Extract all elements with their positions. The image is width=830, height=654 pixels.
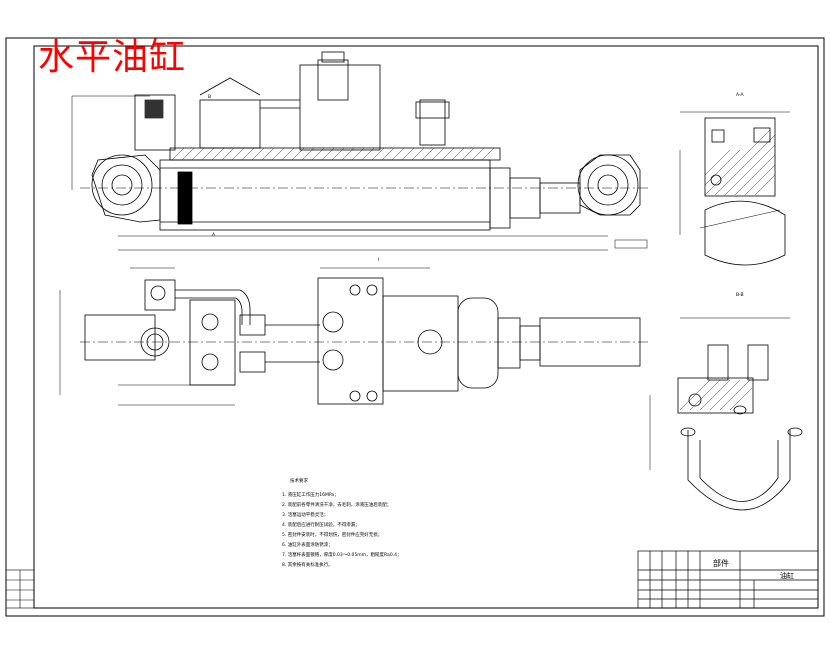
tech-req-item: 3. 活塞运动平稳灵活； <box>282 511 328 518</box>
tech-req-item: 6. 油缸外表面涂防锈漆； <box>282 541 333 548</box>
marker-a-label: A <box>212 232 216 238</box>
binding-strip <box>5 569 35 609</box>
tech-req-list: 1. 液压缸工作压力16MPa； 2. 装配前各零件清洗干净，去毛刺，涂液压油后装… <box>282 491 401 568</box>
tech-req-heading: 技术要求 <box>290 477 308 484</box>
drawing-title: 水平油缸 <box>38 37 187 78</box>
title-block <box>637 550 819 609</box>
tech-req-item: 7. 活塞杆表面镀铬，厚度0.03～0.05mm，粗糙度Ra0.4； <box>282 551 401 558</box>
section-aa-view <box>679 111 790 266</box>
main-section-view <box>71 51 650 251</box>
title-block-unit: 油缸 <box>780 571 794 580</box>
tech-req-item: 2. 装配前各零件清洗干净，去毛刺，涂液压油后装配； <box>282 501 391 508</box>
marker-i-label: I <box>378 257 379 263</box>
plan-view <box>59 267 650 406</box>
tech-req-item: 8. 其余按有关标准执行。 <box>282 561 333 568</box>
inner-border <box>33 45 819 609</box>
main-hatching <box>171 147 495 161</box>
section-bb-hatch <box>679 379 753 411</box>
title-block-part: 部件 <box>713 558 729 568</box>
section-bb-label: B-B <box>736 292 744 298</box>
marker-b-label: B <box>208 94 211 100</box>
tech-req-item: 4. 装配后应进行耐压试验，不得渗漏； <box>282 521 360 528</box>
tech-req-item: 5. 密封件安装时，不得划伤，密封件应完好无损； <box>282 531 382 538</box>
section-bb-view <box>649 317 803 511</box>
section-aa-hatch <box>704 129 776 196</box>
section-aa-label: A-A <box>736 92 745 98</box>
tech-req-item: 1. 液压缸工作压力16MPa； <box>282 491 339 498</box>
outer-border <box>5 37 825 617</box>
